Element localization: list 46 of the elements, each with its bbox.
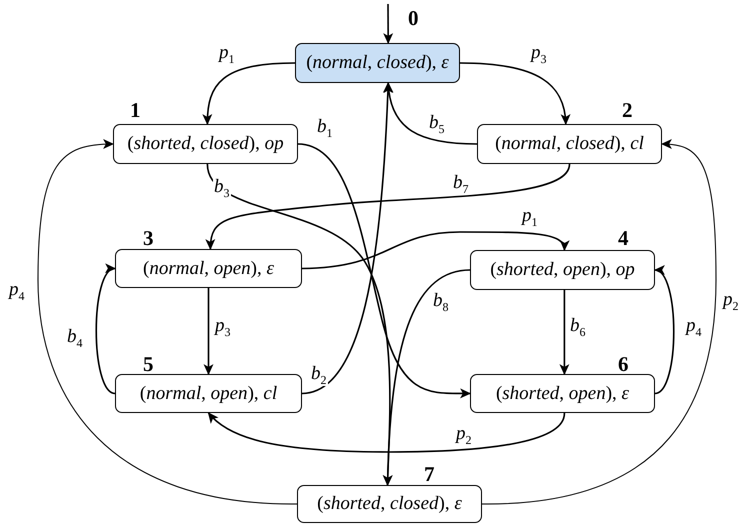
state-box xyxy=(470,374,655,413)
state-box xyxy=(477,124,662,164)
state-number: 3 xyxy=(143,226,154,251)
transition-arrow xyxy=(302,231,568,270)
state-box xyxy=(115,249,302,288)
state-label: (normal, open), cl xyxy=(140,382,278,404)
edge-label: b$_{4}$ xyxy=(66,327,84,349)
state-label: (normal, closed), cl xyxy=(495,133,644,155)
state-number: 4 xyxy=(618,226,628,251)
state-box xyxy=(115,374,302,413)
state-number: 7 xyxy=(424,462,434,487)
transition-arrow xyxy=(38,139,298,504)
state-box xyxy=(295,43,460,83)
transition-arrow xyxy=(302,82,393,394)
state-number: 1 xyxy=(130,98,140,123)
edge-label: b$_{3}$ xyxy=(213,177,230,199)
transition-arrow xyxy=(559,290,570,376)
edge-label: b$_{5}$ xyxy=(428,113,446,135)
edge-label: b$_{1}$ xyxy=(316,117,334,139)
state-number: 5 xyxy=(143,352,154,377)
state-label: (shorted, open), op xyxy=(490,259,635,281)
edge-label: b$_{2}$ xyxy=(310,364,328,386)
transition-arrow xyxy=(384,82,478,145)
state-number: 0 xyxy=(408,6,418,31)
edge-label: b$_{8}$ xyxy=(432,291,450,313)
transition-arrow xyxy=(204,288,214,376)
state-label: (normal, closed), ε xyxy=(306,52,449,74)
state-label: (shorted, open), ε xyxy=(496,382,630,404)
edge-label: b$_{7}$ xyxy=(452,173,470,195)
transition-arrow xyxy=(202,62,296,126)
state-label: (normal, open), ε xyxy=(143,258,274,280)
state-box xyxy=(470,250,655,290)
transition-arrow xyxy=(383,4,394,44)
transition-arrow xyxy=(206,164,570,250)
transition-arrow xyxy=(298,143,472,398)
transition-arrow xyxy=(460,62,570,126)
transition-arrow xyxy=(382,269,470,486)
state-number: 6 xyxy=(618,352,628,377)
state-box xyxy=(113,124,298,164)
state-label: (shorted, closed), ε xyxy=(317,493,462,515)
transition-arrow xyxy=(208,412,566,453)
transition-arrow xyxy=(482,139,716,504)
state-label: (shorted, closed), op xyxy=(127,133,284,155)
state-box xyxy=(297,485,482,523)
edge-label: b$_{6}$ xyxy=(569,316,586,338)
state-number: 2 xyxy=(622,98,632,123)
